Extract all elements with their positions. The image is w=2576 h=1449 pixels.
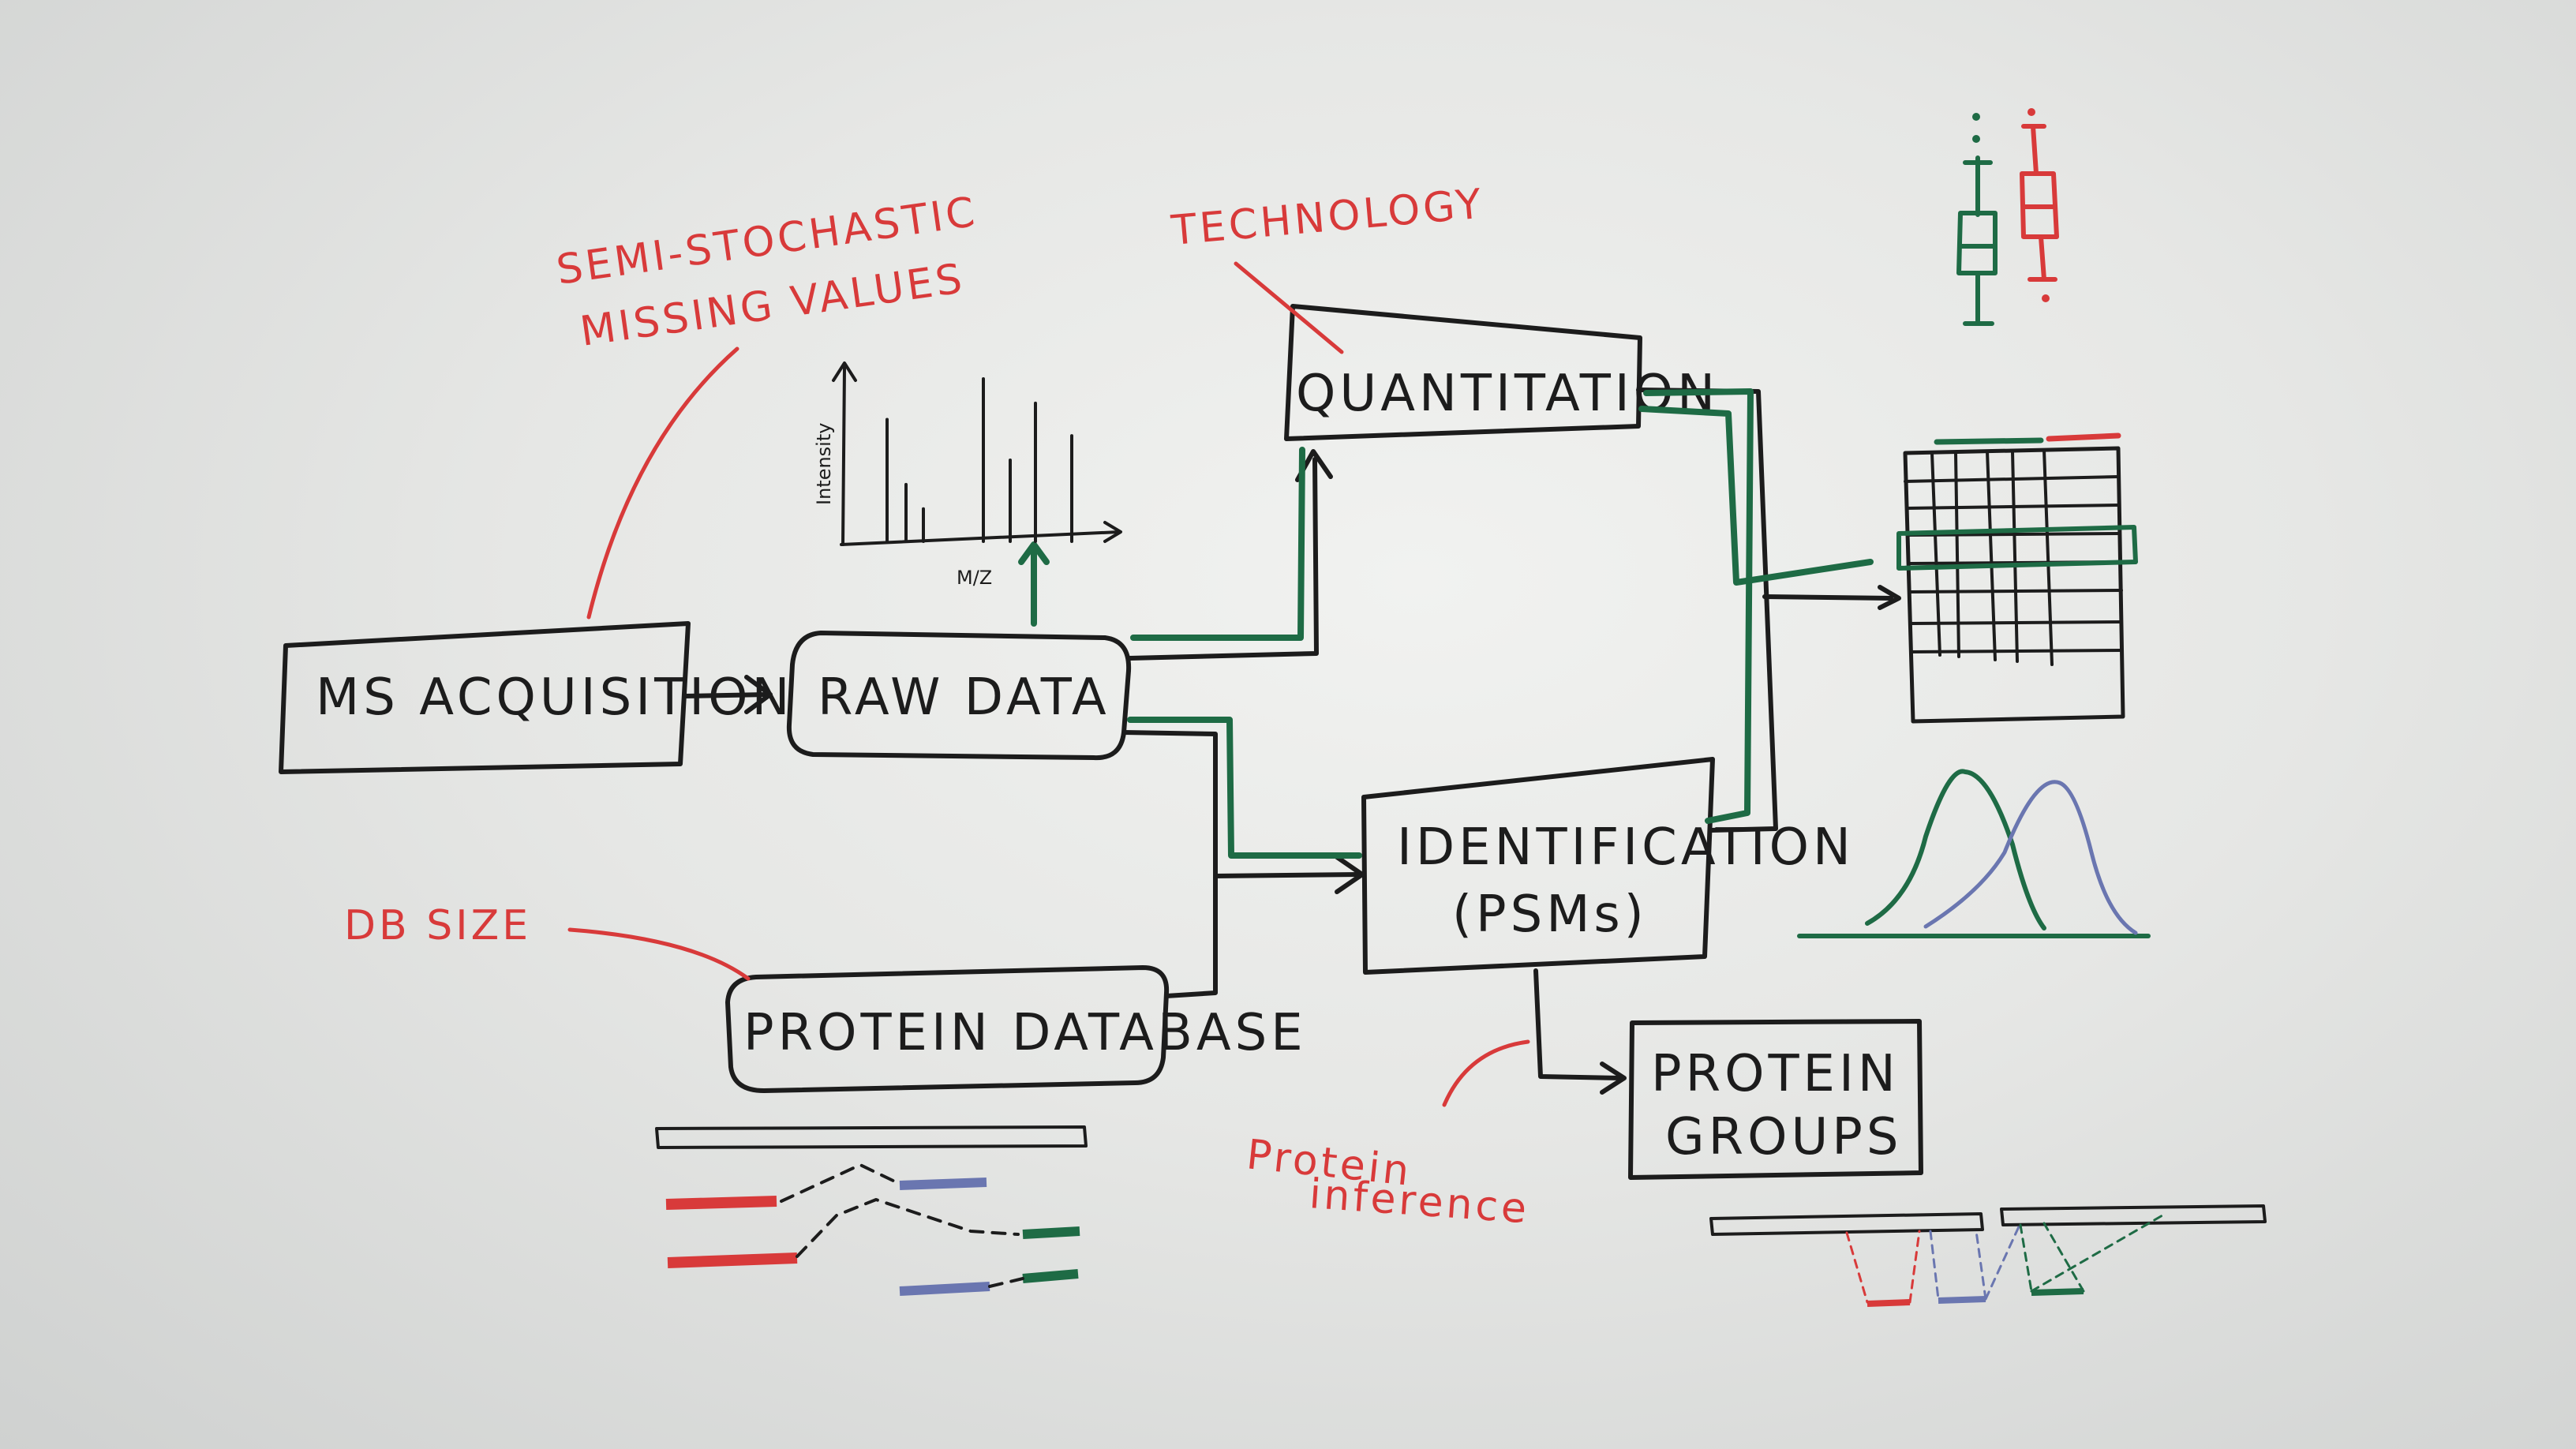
boxplot-green <box>1956 113 1998 326</box>
protein-groups-node: PROTEIN GROUPS <box>1628 1019 1923 1180</box>
technology-label: TECHNOLOGY <box>1169 181 1486 255</box>
protein-groups-label: PROTEIN <box>1651 1045 1900 1103</box>
quant-matrix <box>1896 432 2138 724</box>
black-connectors <box>683 388 1901 1095</box>
boxplots <box>1956 108 2059 326</box>
annotation-technology: TECHNOLOGY <box>1169 181 1486 354</box>
quantitation-node: QUANTITATION <box>1284 304 1715 441</box>
peptide-mapping-database <box>655 1125 1088 1296</box>
raw-data-node: RAW DATA <box>786 631 1132 761</box>
protein-groups-sublabel: GROUPS <box>1665 1108 1903 1166</box>
spectrum-xlabel: M/Z <box>957 567 992 589</box>
protein-inference-sublabel: inference <box>1308 1170 1531 1233</box>
mass-spectrum: Intensity M/Z <box>813 361 1122 589</box>
annotation-protein-inference: Protein inference <box>1245 1039 1531 1233</box>
raw-data-label: RAW DATA <box>818 668 1110 727</box>
identification-node: IDENTIFICATION (PSMs) <box>1361 757 1855 975</box>
protein-database-label: PROTEIN DATABASE <box>743 1004 1307 1062</box>
spectrum-peaks <box>886 377 1073 543</box>
annotation-missing-values: SEMI-STOCHASTIC MISSING VALUES <box>553 189 981 620</box>
identification-label: IDENTIFICATION <box>1397 818 1855 877</box>
boxplot-red <box>2020 108 2059 302</box>
spectrum-ylabel: Intensity <box>813 423 835 505</box>
db-size-label: DB SIZE <box>344 902 531 949</box>
intensity-distributions <box>1797 769 2151 938</box>
protein-database-node: PROTEIN DATABASE <box>725 965 1307 1093</box>
protein-grouping-sketch <box>1709 1204 2267 1307</box>
green-paths <box>1127 388 1874 859</box>
annotation-db-size: DB SIZE <box>344 902 751 981</box>
identification-sublabel: (PSMs) <box>1452 886 1648 944</box>
